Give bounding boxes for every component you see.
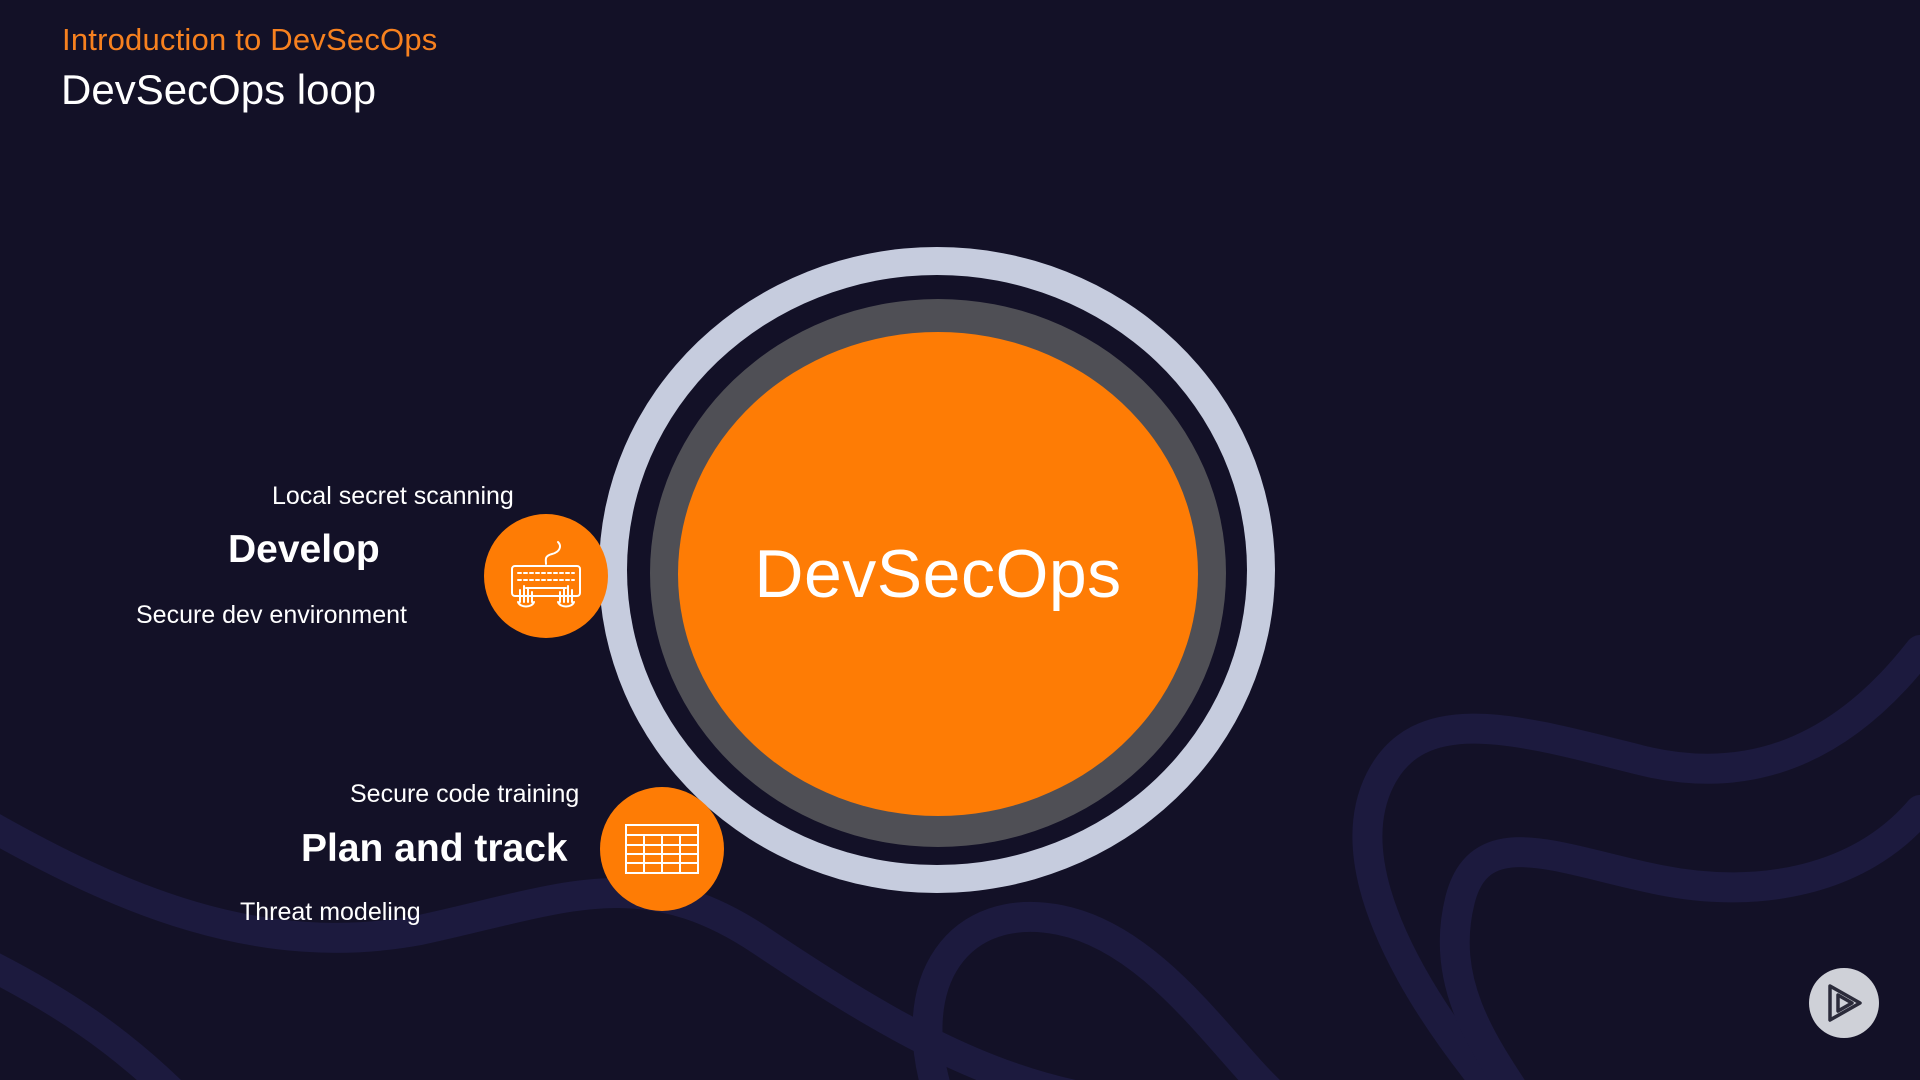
- course-title: Introduction to DevSecOps: [62, 22, 438, 57]
- play-logo-button[interactable]: [1809, 968, 1879, 1038]
- develop-node: [484, 514, 608, 638]
- plan-and-track-node: [600, 787, 724, 911]
- plan-above-label: Secure code training: [350, 780, 580, 808]
- develop-below-label: Secure dev environment: [136, 601, 407, 629]
- core-label: DevSecOps: [754, 536, 1122, 612]
- plan-title: Plan and track: [301, 827, 568, 870]
- play-logo-icon: [1828, 984, 1862, 1022]
- devsecops-core-circle: DevSecOps: [678, 332, 1198, 816]
- table-icon: [625, 824, 699, 874]
- develop-title: Develop: [228, 528, 380, 571]
- develop-above-label: Local secret scanning: [272, 482, 514, 510]
- keyboard-icon: [511, 541, 581, 608]
- slide-title: DevSecOps loop: [61, 66, 377, 113]
- plan-below-label: Threat modeling: [240, 898, 421, 926]
